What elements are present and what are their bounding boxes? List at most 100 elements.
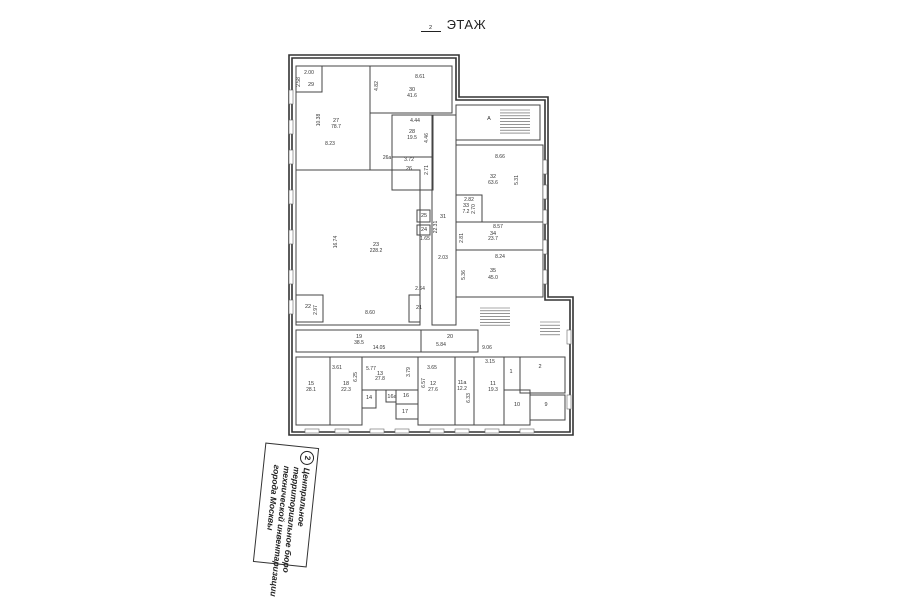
room-label: 5.77 — [366, 366, 376, 372]
room-24: 241.65 — [416, 224, 431, 242]
window — [288, 149, 294, 165]
room-number: 14 — [366, 395, 372, 401]
room-outline — [361, 389, 377, 409]
room-number: 30 — [409, 87, 415, 93]
room-label: 38.5 — [354, 340, 364, 346]
room-number: 19 — [356, 334, 362, 340]
room-16: 16 — [395, 389, 419, 405]
room-label: 19.5 — [407, 135, 417, 141]
room-number: 34 — [490, 231, 496, 237]
room-label: 22.3 — [341, 387, 351, 393]
room-25: 25 — [416, 209, 431, 223]
room-label: 2.64 — [415, 286, 425, 292]
room-label: 3.72 — [404, 157, 414, 163]
room-number: 25 — [421, 213, 427, 219]
window — [542, 184, 548, 200]
room-label: 1.65 — [420, 236, 430, 242]
room-label: 2.58 — [296, 77, 302, 87]
room-1: 1 — [503, 356, 521, 391]
room-number: 13 — [377, 371, 383, 377]
room-label: 2.70 — [471, 204, 477, 214]
room-label: 4.44 — [410, 118, 420, 124]
room-label: 5.31 — [514, 175, 520, 185]
room-number: 15 — [308, 381, 314, 387]
window — [288, 299, 294, 315]
window — [566, 394, 572, 410]
room-number: A — [487, 116, 491, 122]
window — [542, 269, 548, 285]
window — [454, 428, 470, 434]
room-number: 23 — [373, 242, 379, 248]
room-number: 16 — [403, 393, 409, 399]
window — [519, 428, 535, 434]
window — [288, 89, 294, 105]
room-label: 63.6 — [488, 180, 498, 186]
room-label: 8.57 — [493, 224, 503, 230]
room-outline — [416, 209, 431, 223]
room-number: 12 — [430, 381, 436, 387]
room-17: 17 — [395, 403, 419, 420]
staircase-a — [288, 89, 572, 434]
room-label: 5.84 — [436, 342, 446, 348]
floor-label: ЭТАЖ — [446, 17, 487, 32]
room-label: 8.60 — [365, 310, 375, 316]
room-outline — [391, 156, 434, 191]
room-label: 6.25 — [353, 372, 359, 382]
room-label: 8.61 — [415, 74, 425, 80]
room-outline — [416, 224, 431, 236]
room-number: 11a — [458, 380, 468, 386]
room-number: 35 — [490, 268, 496, 274]
room-A: A — [455, 104, 541, 141]
room-label: 12.2 — [457, 386, 467, 392]
room-label: 2.71 — [424, 165, 430, 175]
window — [484, 428, 500, 434]
window — [542, 159, 548, 175]
room-outline — [431, 114, 457, 326]
room-number: 1 — [509, 369, 512, 375]
window — [334, 428, 350, 434]
room-label: 23.7 — [488, 236, 498, 242]
room-label: 4.82 — [374, 81, 380, 91]
room-label: 3.61 — [332, 365, 342, 371]
room-label: 6.33 — [466, 393, 472, 403]
window — [288, 119, 294, 135]
room-14: 14 — [361, 389, 377, 409]
room-number: 26 — [406, 166, 412, 172]
window — [288, 189, 294, 205]
room-10: 10 — [503, 389, 531, 426]
room-number: 32 — [490, 174, 496, 180]
window — [542, 239, 548, 255]
room-outline — [529, 394, 566, 421]
room-label: 41.6 — [407, 93, 417, 99]
window — [369, 428, 385, 434]
room-label: 3.15 — [485, 359, 495, 365]
room-label: 10.38 — [316, 114, 322, 127]
room-label: 27.6 — [428, 387, 438, 393]
room-outline — [295, 169, 421, 326]
room-label: 3.65 — [427, 365, 437, 371]
room-label: 6.57 — [421, 378, 427, 388]
room-label: 26a — [383, 155, 392, 161]
room-label: 28.1 — [306, 387, 316, 393]
room-outline — [455, 104, 541, 141]
room-label: 78.7 — [331, 124, 341, 130]
outer-walls — [288, 54, 574, 436]
window — [429, 428, 445, 434]
room-outline — [420, 329, 479, 353]
room-label: 5.36 — [461, 270, 467, 280]
room-label: 8.24 — [495, 254, 505, 260]
room-9: 9 — [529, 394, 566, 421]
